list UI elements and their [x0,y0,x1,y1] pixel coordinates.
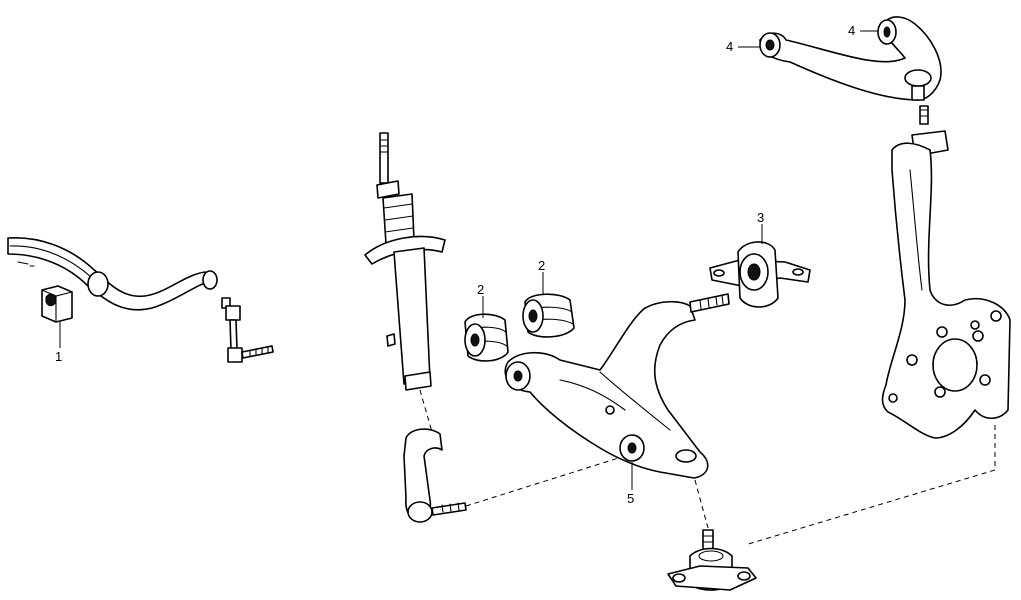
lower-control-arm [504,293,730,479]
callout-4-right: 4 [848,23,855,38]
stabilizer-bar [7,237,218,311]
callout-3: 3 [757,210,764,225]
shock-to-fork-guide [419,389,433,433]
lower-arm-bushing-left [464,313,509,362]
stabilizer-link [221,297,274,363]
stabilizer-bushing [41,285,73,323]
lower-arm-bushing-right [522,293,575,338]
callout-1: 1 [55,349,62,364]
upper-control-arm [759,16,942,125]
callout-4-left: 4 [726,39,733,54]
arm-to-balljoint-guide [694,479,709,529]
fork-to-arm-guide [465,454,629,507]
lower-arm-rear-bushing [709,241,811,308]
callout-2-right: 2 [538,258,545,273]
shock-fork [403,428,467,523]
callout-5: 5 [627,491,634,506]
shock-absorber [364,132,446,391]
callout-2-left: 2 [477,282,484,297]
knuckle-to-balljoint-guide [744,469,996,546]
ball-joint [667,529,757,591]
steering-knuckle [881,130,1011,439]
